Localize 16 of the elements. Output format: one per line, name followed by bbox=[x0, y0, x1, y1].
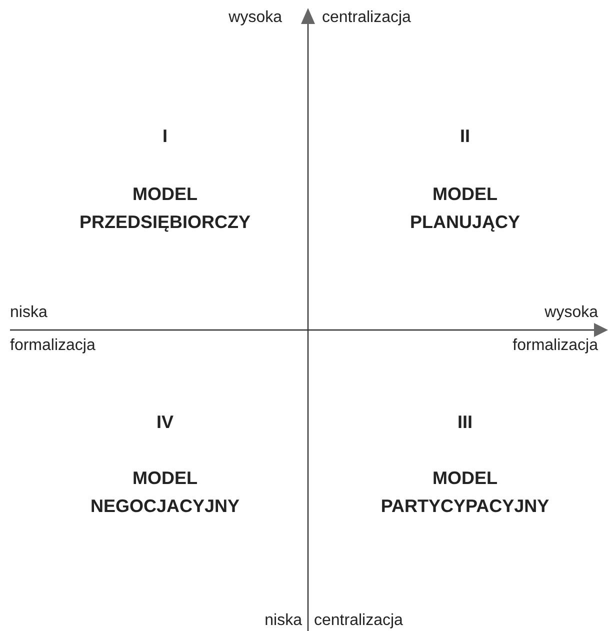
quadrant-title: MODEL PARTYCYPACYJNY bbox=[380, 467, 550, 518]
axis-label: wysoka bbox=[544, 304, 598, 322]
axis-label: niska bbox=[10, 304, 48, 322]
quadrant-number: II bbox=[460, 125, 470, 148]
quadrant-number: IV bbox=[156, 411, 174, 434]
quadrant-title: MODEL PLANUJĄCY bbox=[410, 183, 520, 234]
axis-label: formalizacja bbox=[512, 337, 598, 355]
quadrant-number: III bbox=[458, 411, 472, 434]
axis-label: niska bbox=[264, 612, 302, 630]
quadrant-title: MODEL NEGOCJACYJNY bbox=[90, 467, 240, 518]
axis-label: wysoka bbox=[228, 9, 282, 27]
quadrant-title: MODEL PRZEDSIĘBIORCZY bbox=[79, 183, 251, 234]
axis-label: centralizacja bbox=[314, 612, 403, 630]
quadrant-number: I bbox=[162, 125, 168, 148]
axis-label: formalizacja bbox=[10, 337, 96, 355]
axis-label: centralizacja bbox=[322, 9, 411, 27]
